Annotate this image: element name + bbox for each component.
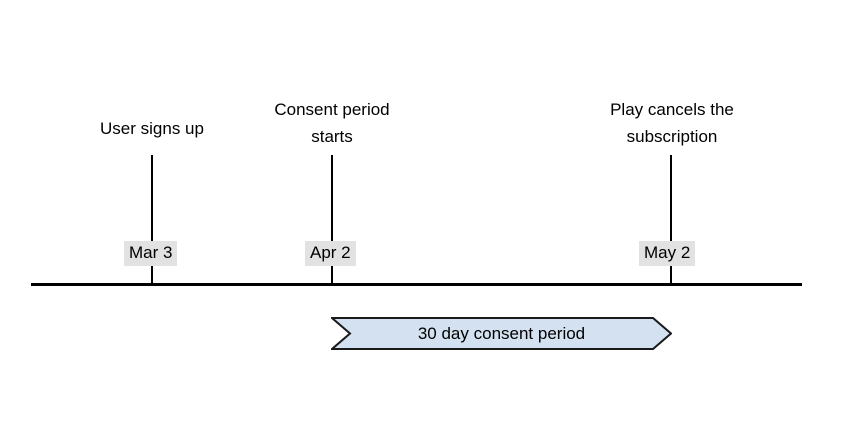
event-caption-user-signs-up: User signs up	[100, 119, 204, 138]
event-date-chip-play-cancels-subscription: May 2	[639, 241, 696, 266]
timeline-axis	[31, 283, 802, 286]
event-tick-consent-period-starts	[331, 155, 333, 285]
event-date-chip-user-signs-up: Mar 3	[124, 241, 178, 266]
consent-period-banner-shape	[331, 317, 672, 350]
event-caption-consent-period-starts: Consent period starts	[274, 100, 390, 146]
consent-period-banner: 30 day consent period	[331, 317, 672, 350]
event-tick-play-cancels-subscription	[670, 155, 672, 285]
event-date-chip-consent-period-starts: Apr 2	[305, 241, 356, 266]
event-caption-play-cancels-subscription: Play cancels the subscription	[610, 100, 734, 146]
event-tick-user-signs-up	[151, 155, 153, 285]
consent-period-banner-label: 30 day consent period	[417, 323, 586, 343]
